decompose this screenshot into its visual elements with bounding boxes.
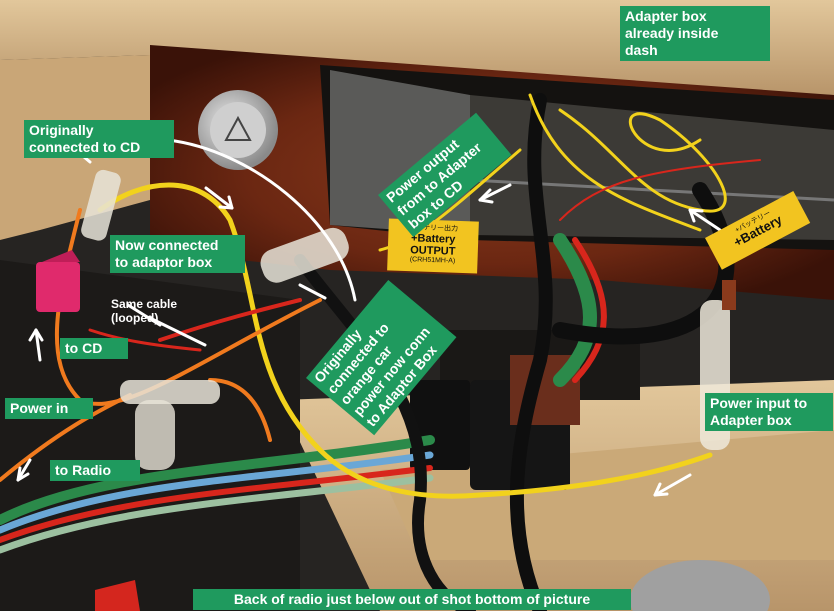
label-line: to CD	[65, 340, 103, 356]
label-line: Power input to	[710, 395, 808, 411]
label-line: dash	[625, 42, 658, 58]
red-cap	[95, 580, 140, 611]
pink-connector	[36, 250, 80, 312]
label-same-cable-looped: Same cable (looped)	[106, 295, 182, 327]
label-adapter-box-inside-dash: Adapter box already inside dash	[620, 6, 770, 61]
label-line: Adapter box	[625, 8, 707, 24]
label-back-of-radio: Back of radio just below out of shot bot…	[193, 589, 631, 610]
label-to-cd: to CD	[60, 338, 128, 359]
label-line: to adaptor box	[115, 254, 213, 270]
label-line: (looped)	[111, 311, 159, 325]
label-line: Adapter box	[710, 412, 792, 428]
annotation-arrows	[16, 133, 722, 497]
label-line: Power in	[10, 400, 69, 416]
label-line: to Radio	[55, 462, 111, 478]
gear-knob	[630, 560, 770, 611]
label-power-input-adapter: Power input to Adapter box	[705, 393, 833, 431]
label-line: Back of radio just below out of shot bot…	[233, 591, 591, 607]
label-line: connected to CD	[29, 139, 141, 155]
label-line: Now connected	[115, 237, 219, 253]
label-now-connected-adaptor: Now connected to adaptor box	[110, 235, 245, 273]
label-power-in: Power in	[5, 398, 93, 419]
wire-harness	[0, 93, 761, 611]
label-line: Originally	[29, 122, 94, 138]
label-to-radio: to Radio	[50, 460, 140, 481]
label-line: already inside	[625, 25, 719, 41]
label-originally-connected-cd: Originally connected to CD	[24, 120, 174, 158]
battery-output-tag-code: (CRH51MH-A)	[409, 256, 456, 265]
label-line: Same cable	[111, 297, 178, 311]
battery-output-tag: バッテリー出力 +Battery OUTPUT (CRH51MH-A)	[387, 218, 479, 274]
